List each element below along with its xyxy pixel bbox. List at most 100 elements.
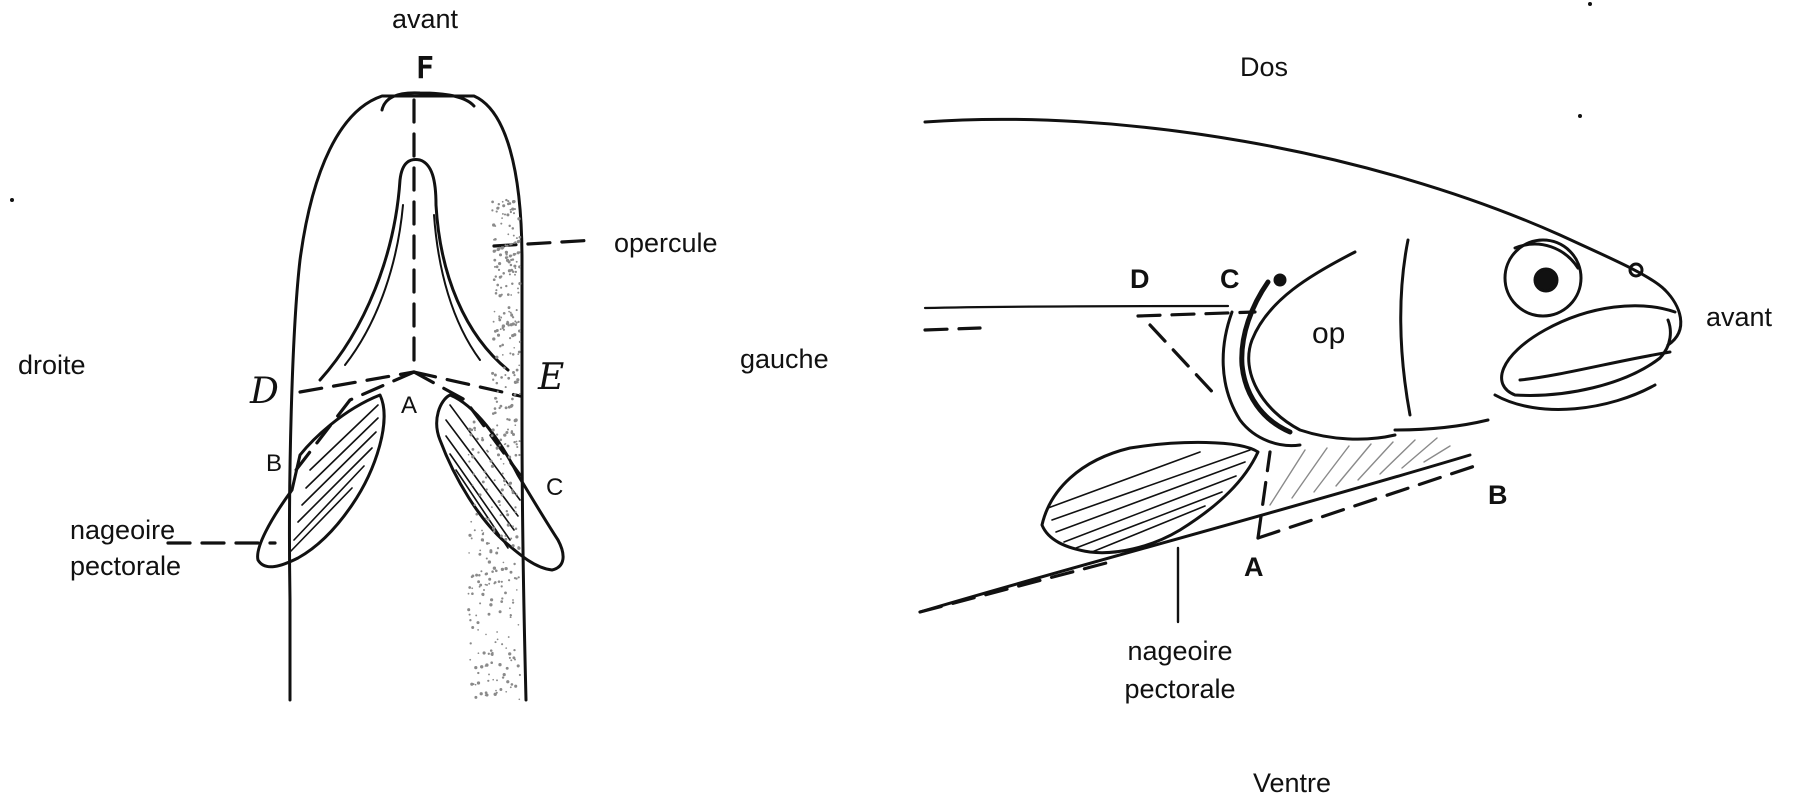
stipple-dot — [471, 592, 474, 595]
stipple-dot — [503, 463, 505, 465]
stipple-dot — [490, 444, 492, 446]
stipple-dot — [494, 641, 496, 643]
stipple-dot — [503, 329, 505, 331]
stipple-dot — [496, 382, 499, 385]
stipple-dot — [507, 233, 509, 235]
stipple-dot — [488, 653, 490, 655]
stipple-dot — [491, 570, 494, 573]
stipple-dot — [518, 364, 520, 366]
stipple-dot — [491, 653, 494, 656]
stipple-dot — [480, 692, 483, 695]
stipple-dot — [519, 674, 521, 676]
stipple-dot — [513, 563, 515, 565]
lateral-view — [920, 119, 1681, 622]
stipple-dot — [499, 444, 501, 446]
stipple-dot — [505, 199, 507, 201]
stipple-dot — [518, 624, 520, 626]
stipple-dot — [514, 381, 517, 384]
stipple-dot — [510, 313, 512, 315]
stipple-dot — [508, 311, 510, 313]
stipple-dot — [510, 616, 512, 618]
stipple-dot — [517, 664, 520, 667]
stipple-dot — [519, 393, 521, 395]
stipple-dot — [471, 448, 474, 451]
stipple-dot — [468, 461, 470, 463]
stipple-dot — [512, 599, 514, 601]
stipple-dot — [512, 656, 515, 659]
stipple-dot — [517, 292, 519, 294]
stipple-dot — [507, 203, 510, 206]
stipple-dot — [507, 200, 509, 202]
scan-specks — [10, 2, 1592, 202]
stipple-dot — [491, 201, 494, 204]
point-E: E — [538, 358, 564, 398]
stipple-dot — [498, 319, 501, 322]
stipple-dot — [515, 454, 518, 457]
stipple-dot — [508, 406, 511, 409]
lateral-cut-D-down — [1150, 325, 1218, 398]
stipple-dot — [482, 533, 484, 535]
stipple-dot — [484, 471, 487, 474]
label-back: Dos — [1240, 52, 1288, 83]
label-operculum: opercule — [614, 228, 718, 259]
stipple-dot — [468, 454, 470, 456]
lateral-lower-jaw — [1495, 352, 1670, 409]
stipple-dot — [475, 614, 477, 616]
stipple-dot — [499, 504, 501, 506]
label-fin-left-line1: nageoire — [70, 515, 175, 546]
stipple-dot — [505, 691, 507, 693]
stipple-dot — [504, 535, 506, 537]
stipple-dot — [500, 287, 502, 289]
stipple-dot — [470, 429, 473, 432]
cut-line-A-E — [414, 372, 520, 396]
stipple-dot — [487, 451, 489, 453]
stipple-dot — [502, 676, 504, 678]
stipple-dot — [513, 265, 516, 268]
lateral-eye-pupil — [1535, 269, 1557, 291]
stipple-dot — [518, 576, 520, 578]
stipple-dot — [492, 527, 495, 530]
stipple-dot — [473, 427, 476, 430]
ventral-cut-lines — [168, 100, 595, 543]
stipple-dot — [512, 200, 515, 203]
point-F: F — [405, 52, 445, 86]
stipple-dot — [500, 535, 503, 538]
stipple-dot — [485, 488, 487, 490]
stipple-dot — [511, 431, 514, 434]
stipple-dot — [485, 518, 487, 520]
stipple-dot — [488, 613, 491, 616]
stipple-dot — [496, 401, 498, 403]
stipple-dot — [514, 424, 516, 426]
stipple-dot — [496, 207, 499, 210]
cut-line-D-A — [300, 372, 414, 392]
stipple-dot — [503, 312, 506, 315]
stipple-dot — [479, 586, 481, 588]
stipple-dot — [485, 694, 487, 696]
stipple-dot — [471, 455, 474, 458]
stipple-dot — [503, 673, 506, 676]
stipple-dot — [495, 275, 497, 277]
stipple-dot — [494, 266, 496, 268]
stipple-dot — [488, 673, 490, 675]
stipple-dot — [481, 593, 484, 596]
lateral-hatched-area — [1270, 438, 1450, 505]
stipple-dot — [492, 428, 495, 431]
lateral-cut-lines — [920, 312, 1478, 612]
stipple-dot — [505, 251, 508, 254]
stipple-dot — [497, 248, 500, 251]
stipple-dot — [513, 374, 515, 376]
stipple-dot — [500, 328, 502, 330]
stipple-dot — [470, 642, 472, 644]
stipple-dot — [496, 211, 498, 213]
stipple-dot — [509, 352, 511, 354]
stipple-dot — [517, 353, 519, 355]
stipple-dot — [496, 424, 498, 426]
stipple-dot — [507, 377, 510, 380]
stipple-dot — [505, 406, 508, 409]
stipple-dot — [512, 491, 515, 494]
stipple-dot — [507, 523, 510, 526]
stipple-dot — [493, 278, 496, 281]
stipple-dot — [474, 696, 477, 699]
stipple-dot — [480, 665, 483, 668]
stipple-dot — [491, 506, 493, 508]
